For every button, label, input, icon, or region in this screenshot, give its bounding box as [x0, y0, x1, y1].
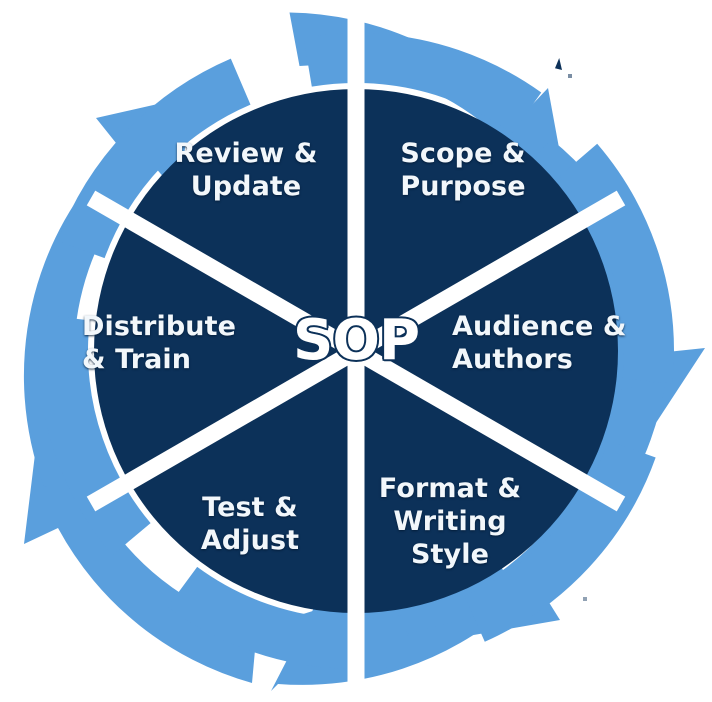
center-hub-label: SOP: [292, 308, 422, 373]
divider-lower-left: [86, 343, 361, 512]
divider-upper-left: [86, 190, 361, 359]
divider-upper-right: [351, 190, 626, 359]
divider-lower-right: [351, 343, 626, 512]
segment-dividers: [86, 45, 626, 702]
